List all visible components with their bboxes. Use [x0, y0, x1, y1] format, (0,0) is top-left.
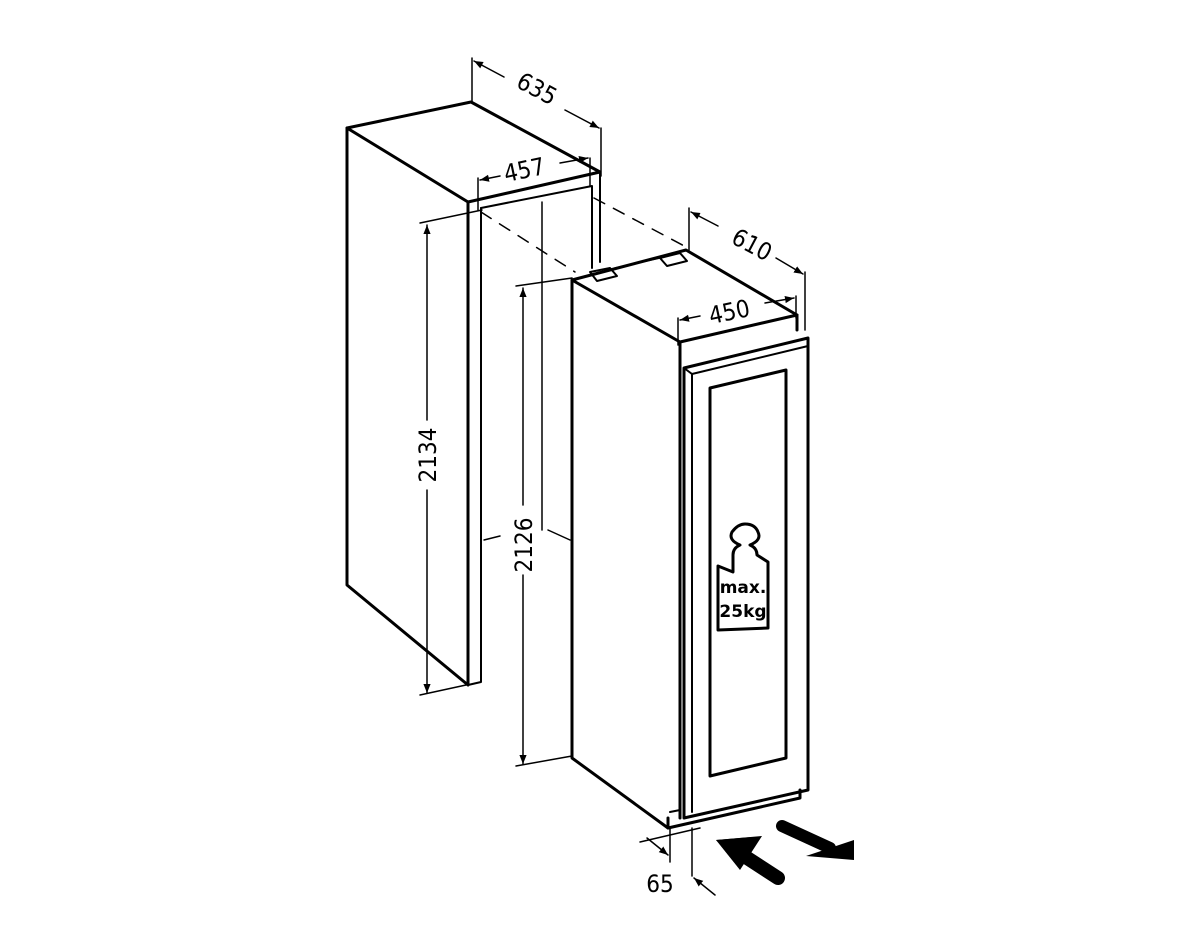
air-intake-arrow-icon — [716, 836, 785, 885]
weight-icon: max. 25kg — [716, 522, 770, 632]
dim-label-635: 635 — [512, 67, 562, 111]
dimension-plinth-offset: 65 — [639, 827, 716, 898]
dim-label-2134: 2134 — [414, 428, 442, 483]
dim-label-457: 457 — [501, 152, 547, 188]
air-exhaust-arrow-icon — [776, 820, 854, 860]
dimension-appliance-width: 450 — [677, 294, 797, 346]
weight-label-line1: max. — [720, 578, 767, 598]
dim-label-65: 65 — [646, 870, 673, 898]
dim-label-450: 450 — [706, 294, 752, 330]
dimension-niche-width: 457 — [477, 152, 591, 211]
weight-label-line2: 25kg — [719, 602, 766, 622]
dimension-appliance-height: 2126 — [510, 277, 573, 767]
appliance — [570, 248, 810, 830]
dim-label-610: 610 — [727, 223, 777, 267]
niche-cabinet — [345, 100, 689, 687]
dim-label-2126: 2126 — [510, 518, 538, 573]
dimension-niche-height: 2134 — [414, 209, 483, 696]
